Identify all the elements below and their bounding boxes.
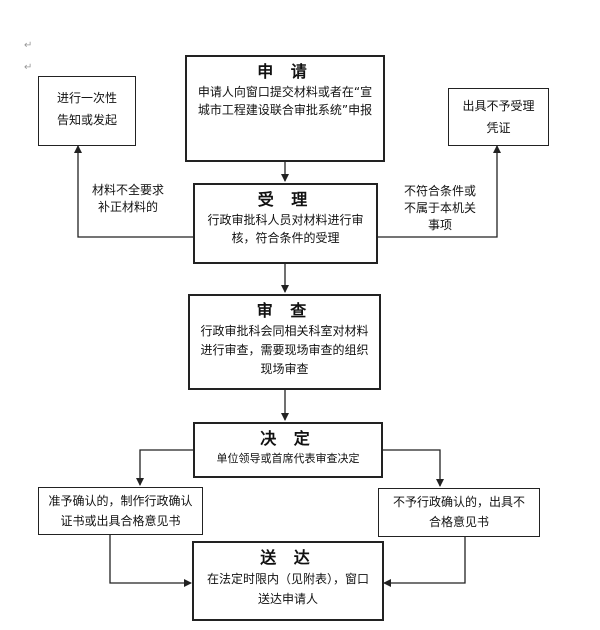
edge-label-not-eligible: 不符合条件或不属于本机关事项 bbox=[403, 184, 476, 232]
node-text: 单位领导或首席代表审查决定 bbox=[216, 452, 360, 465]
node-title: 送 达 bbox=[260, 548, 316, 567]
node-title: 受 理 bbox=[257, 190, 314, 209]
arrow-deny-deliver bbox=[383, 537, 466, 587]
node-text: 在法定时限内（见附表），窗口送达申请人 bbox=[206, 572, 369, 606]
node-review: 审 查 行政审批科会同相关科室对材料进行审查，需要现场审查的组织现场审查 bbox=[188, 294, 381, 390]
arrow-decide-approve bbox=[136, 449, 193, 486]
node-text: 进行一次性告知或发起 bbox=[56, 91, 117, 127]
arrow-accept-reject bbox=[378, 145, 501, 238]
arrow-approve-deliver bbox=[109, 535, 192, 587]
node-text: 不予行政确认的，出具不合格意见书 bbox=[392, 495, 525, 529]
arrow-decide-deny bbox=[383, 449, 444, 487]
paragraph-mark: ↵ bbox=[24, 62, 33, 73]
node-deny: 不予行政确认的，出具不合格意见书 bbox=[378, 488, 540, 537]
node-decide: 决 定 单位领导或首席代表审查决定 bbox=[193, 422, 383, 478]
node-text: 行政审批科会同相关科室对材料进行审查，需要现场审查的组织现场审查 bbox=[200, 324, 369, 376]
node-text: 申请人向窗口提交材料或者在“宣城市工程建设联合审批系统”申报 bbox=[197, 85, 373, 117]
node-text: 行政审批科人员对材料进行审核，符合条件的受理 bbox=[207, 213, 364, 245]
node-approve: 准予确认的，制作行政确认证书或出具合格意见书 bbox=[38, 487, 203, 535]
node-reject: 出具不予受理凭证 bbox=[448, 88, 549, 146]
node-title: 审 查 bbox=[256, 301, 313, 320]
paragraph-mark: ↵ bbox=[24, 40, 33, 51]
arrow-accept-notify bbox=[74, 145, 193, 238]
node-notify: 进行一次性告知或发起 bbox=[38, 76, 136, 146]
node-text: 出具不予受理凭证 bbox=[462, 99, 535, 135]
node-apply: 申 请 申请人向窗口提交材料或者在“宣城市工程建设联合审批系统”申报 bbox=[185, 55, 385, 162]
node-title: 申 请 bbox=[257, 62, 313, 81]
node-text: 准予确认的，制作行政确认证书或出具合格意见书 bbox=[48, 494, 193, 528]
node-deliver: 送 达 在法定时限内（见附表），窗口送达申请人 bbox=[192, 541, 384, 621]
edge-label-incomplete: 材料不全要求补正材料的 bbox=[92, 183, 165, 214]
node-title: 决 定 bbox=[260, 429, 316, 448]
node-accept: 受 理 行政审批科人员对材料进行审核，符合条件的受理 bbox=[193, 183, 378, 264]
